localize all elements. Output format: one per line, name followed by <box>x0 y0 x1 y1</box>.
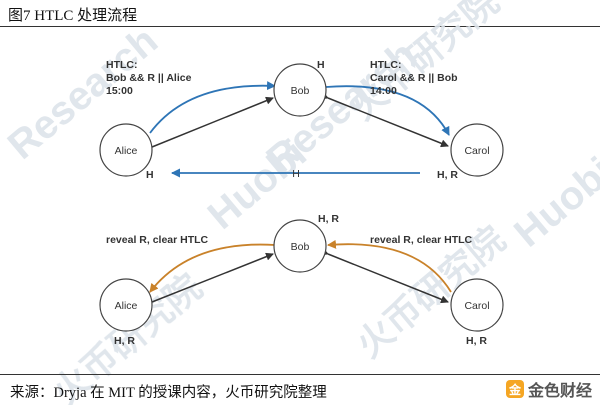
bottom-node-alice-label: Alice <box>115 300 138 312</box>
figure-title: 图7 HTLC 处理流程 <box>8 8 138 24</box>
top-edge-alice-bob <box>144 96 274 154</box>
top-htlc-left-line1: HTLC: <box>106 59 138 71</box>
top-node-alice[interactable]: Alice <box>99 123 153 177</box>
bottom-node-alice[interactable]: Alice <box>99 278 153 332</box>
top-hash-arrow-label: H <box>292 168 300 180</box>
bottom-reveal-left-label: reveal R, clear HTLC <box>106 234 209 246</box>
top-edge-bob-carol <box>320 91 449 148</box>
top-htlc-right-line1: HTLC: <box>370 59 402 71</box>
top-alice-tag: H <box>146 169 154 181</box>
top-htlc-left-line3: 15:00 <box>106 85 133 97</box>
top-node-alice-label: Alice <box>115 145 138 157</box>
top-node-carol-label: Carol <box>464 145 489 157</box>
bottom-rule <box>0 374 600 375</box>
top-node-bob-label: Bob <box>291 85 310 97</box>
top-carol-tag: H, R <box>437 169 458 181</box>
top-htlc-left-line2: Bob && R || Alice <box>106 72 192 84</box>
bottom-node-carol[interactable]: Carol <box>450 278 504 332</box>
bottom-edge-alice-bob <box>144 252 274 309</box>
top-htlc-arrow-bob-carol <box>325 85 450 136</box>
logo-mark-icon: 金 <box>505 380 524 398</box>
top-bob-tag: H <box>317 59 325 71</box>
top-node-carol[interactable]: Carol <box>450 123 504 177</box>
watermark-huobi-2: Huobi <box>506 149 600 256</box>
logo-text: 金色财经 <box>527 383 592 400</box>
publisher-logo: 金 金色财经 <box>505 377 592 401</box>
bottom-node-bob-label: Bob <box>291 241 310 253</box>
bottom-edge-bob-carol <box>320 247 449 304</box>
bottom-bob-tag: H, R <box>318 213 339 225</box>
top-htlc-right-line2: Carol && R || Bob <box>370 72 458 84</box>
bottom-reveal-arrow-carol-bob <box>327 239 452 293</box>
bottom-node-carol-label: Carol <box>464 300 489 312</box>
bottom-node-bob[interactable]: Bob <box>273 219 327 273</box>
top-htlc-right-line3: 14:00 <box>370 85 397 97</box>
bottom-carol-tag: H, R <box>466 335 487 347</box>
top-htlc-arrow-alice-bob <box>149 81 276 134</box>
bottom-reveal-right-label: reveal R, clear HTLC <box>370 234 473 246</box>
bottom-alice-tag: H, R <box>114 335 135 347</box>
top-node-bob[interactable]: Bob <box>273 63 327 117</box>
top-rule <box>0 26 600 27</box>
bottom-reveal-arrow-bob-alice <box>149 243 276 293</box>
source-note: 来源：Dryja 在 MIT 的授课内容，火币研究院整理 <box>10 385 327 401</box>
